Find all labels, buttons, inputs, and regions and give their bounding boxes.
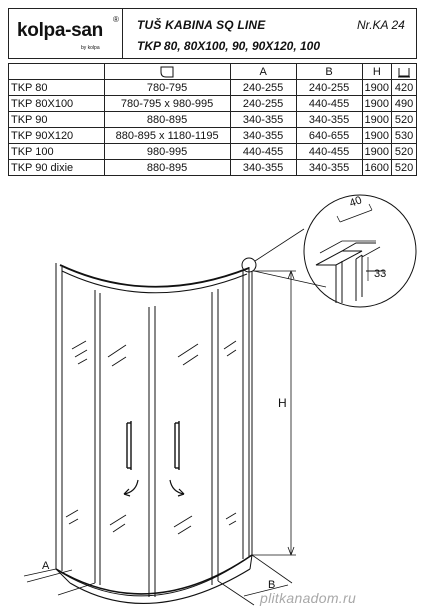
table-cell: 240-255 [295, 79, 363, 96]
a-label: A [42, 560, 50, 572]
brand-logo: kolpa-san [17, 20, 103, 41]
table-cell: 340-355 [229, 127, 297, 144]
left-door-arrowhead [123, 488, 131, 497]
col-header-tray [391, 63, 417, 80]
table-cell: 1900 [361, 95, 393, 112]
door-handles [126, 421, 180, 470]
table-cell: TKP 80 [8, 79, 105, 96]
table-cell: 780-795 x 980-995 [103, 95, 231, 112]
table-cell: 490 [391, 95, 417, 112]
right-door-arrow-icon [169, 479, 185, 495]
table-cell: TKP 90X120 [8, 127, 105, 144]
table-cell: TKP 100 [8, 143, 105, 160]
b-label: B [268, 579, 275, 591]
table-cell: TKP 90 dixie [8, 159, 105, 176]
left-door-arrow-icon [123, 479, 139, 495]
col-header-b: B [295, 63, 363, 80]
col-header-size [103, 63, 231, 80]
product-title: TUŠ KABINA SQ LINE [137, 18, 266, 32]
shower-tray [55, 554, 253, 604]
table-cell: 640-655 [295, 127, 363, 144]
table-cell: 440-455 [229, 143, 297, 160]
brand-subtitle: by kolpa [81, 45, 100, 51]
table-cell: 1900 [361, 79, 393, 96]
table-cell: 780-795 [103, 79, 231, 96]
b-dimension [217, 554, 293, 606]
detail-dimensions [336, 203, 373, 281]
shower-cabin-drawing: 40 33 H A B [23, 194, 417, 606]
model-number: Nr.KA 24 [357, 18, 405, 32]
plan-shape-icon [160, 66, 174, 78]
table-cell: 240-255 [229, 79, 297, 96]
cabin-frame [55, 263, 253, 571]
table-cell: TKP 80X100 [8, 95, 105, 112]
right-door-arrowhead [177, 488, 185, 497]
detail-marker-small [241, 257, 257, 273]
col-header-a: A [229, 63, 297, 80]
sliding-door-panels [94, 289, 219, 597]
table-cell: 1900 [361, 127, 393, 144]
tray-height-icon [398, 67, 411, 78]
table-cell: 340-355 [229, 111, 297, 128]
table-cell: 880-895 x 1180-1195 [103, 127, 231, 144]
table-cell: 520 [391, 143, 417, 160]
product-variants: TKP 80, 80X100, 90, 90X120, 100 [137, 39, 321, 53]
registered-mark: ® [113, 15, 119, 24]
table-cell: 240-255 [229, 95, 297, 112]
table-cell: 1600 [361, 159, 393, 176]
table-cell: 440-455 [295, 143, 363, 160]
table-cell: 420 [391, 79, 417, 96]
glass-reflection-marks [65, 340, 237, 535]
sheet-header: kolpa-san ® by kolpa TUŠ KABINA SQ LINE … [8, 8, 417, 59]
detail-dim-33: 33 [374, 268, 386, 280]
table-cell: 880-895 [103, 111, 231, 128]
detail-circle [303, 194, 417, 308]
col-header-model [8, 63, 105, 80]
table-cell: 1900 [361, 111, 393, 128]
height-label: H [278, 396, 287, 410]
table-cell: 530 [391, 127, 417, 144]
table-cell: 340-355 [295, 159, 363, 176]
watermark: plitkanadom.ru [260, 590, 357, 606]
table-header-row: A B H [8, 63, 417, 80]
table-cell: TKP 90 [8, 111, 105, 128]
detail-dim-40: 40 [348, 194, 364, 209]
table-cell: 880-895 [103, 159, 231, 176]
profile-detail [315, 240, 384, 303]
table-cell: 340-355 [229, 159, 297, 176]
table-cell: 520 [391, 111, 417, 128]
table-cell: 1900 [361, 143, 393, 160]
table-cell: 980-995 [103, 143, 231, 160]
height-dimension [252, 270, 296, 556]
table-cell: 440-455 [295, 95, 363, 112]
a-dimension [23, 568, 96, 596]
col-header-h: H [361, 63, 393, 80]
table-cell: 520 [391, 159, 417, 176]
table-cell: 340-355 [295, 111, 363, 128]
detail-leader [253, 228, 327, 288]
logo-box: kolpa-san ® by kolpa [9, 9, 123, 58]
